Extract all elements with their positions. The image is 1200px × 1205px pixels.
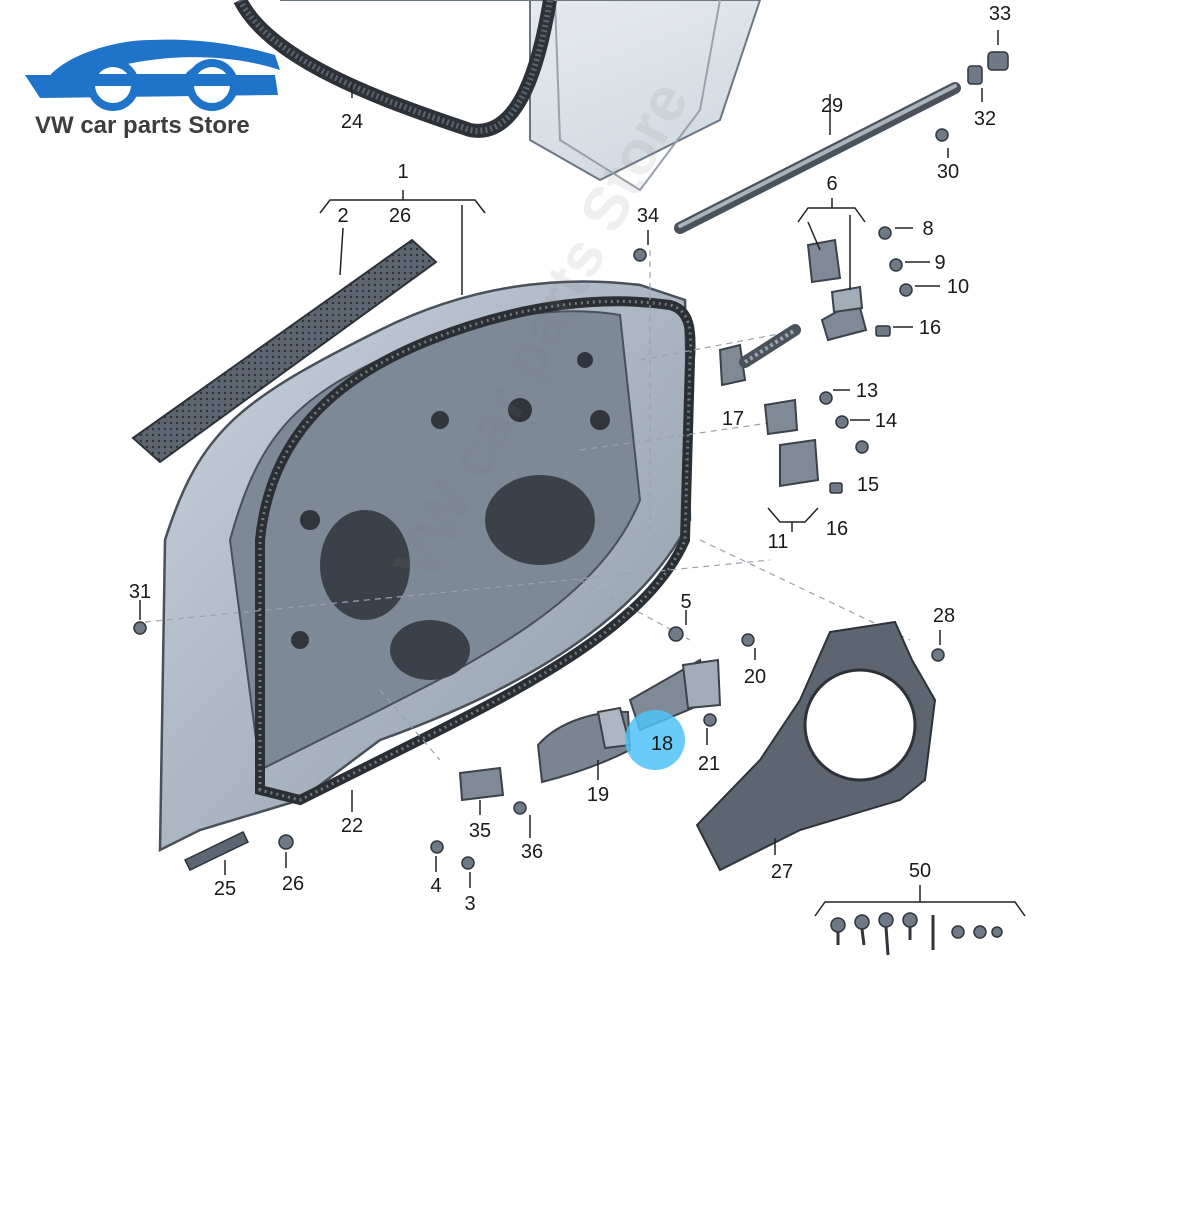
callout-1: 1 [397, 161, 408, 183]
upper-hinge-6 [806, 238, 868, 342]
callout-5: 5 [680, 591, 691, 613]
callout-16-lower: 16 [826, 518, 848, 540]
door-shell-1 [158, 280, 692, 853]
callout-11: 11 [768, 531, 789, 553]
callout-13: 13 [856, 380, 878, 402]
store-name: VW car parts Store [35, 112, 250, 139]
door-check-17 [718, 324, 801, 387]
callout-16-upper: 16 [919, 317, 941, 339]
callout-14: 14 [875, 410, 897, 432]
fastener-set-50 [830, 912, 1003, 956]
body-pillar [280, 0, 762, 192]
callout-2: 2 [337, 205, 348, 227]
car-wrench-icon [25, 39, 280, 111]
callout-36: 36 [521, 841, 543, 863]
callout-3: 3 [464, 893, 475, 915]
callout-50: 50 [909, 860, 931, 882]
callout-34: 34 [637, 205, 659, 227]
callout-10: 10 [947, 276, 969, 298]
callout-21: 21 [698, 753, 720, 775]
callout-24: 24 [341, 111, 363, 133]
door-check-rod-29 [674, 82, 961, 234]
bracket-35 [458, 766, 505, 802]
callout-33: 33 [989, 3, 1011, 25]
callout-29: 29 [821, 95, 843, 117]
strip-25 [183, 831, 250, 871]
highlight-marker [625, 710, 685, 770]
fasteners [133, 51, 1009, 870]
callout-26-bottom: 26 [282, 873, 304, 895]
door-seal-22 [255, 296, 696, 806]
callout-6: 6 [826, 173, 837, 195]
callout-30: 30 [937, 161, 959, 183]
callout-4: 4 [430, 875, 441, 897]
callout-31: 31 [129, 581, 151, 603]
callout-9: 9 [934, 252, 945, 274]
callout-26-top: 26 [389, 205, 411, 227]
callout-labels: 1 2 26 24 29 33 32 30 6 34 8 9 10 16 17 … [129, 3, 1011, 915]
callout-32: 32 [974, 108, 996, 130]
callout-17: 17 [722, 408, 744, 430]
hinge-lower-11 [763, 398, 820, 488]
callout-19: 19 [587, 784, 609, 806]
callout-8: 8 [922, 218, 933, 240]
callout-27: 27 [771, 861, 793, 883]
handle-cover-19 [536, 706, 632, 784]
leader-lines [139, 30, 1026, 917]
callout-25: 25 [214, 878, 236, 900]
panel-27 [695, 620, 937, 872]
trim-strip-2 [131, 238, 438, 464]
callout-15: 15 [857, 474, 879, 496]
callout-28: 28 [933, 605, 955, 627]
door-seal-24 [233, 0, 557, 138]
callout-20: 20 [744, 666, 766, 688]
callout-35: 35 [469, 820, 491, 842]
callout-18: 18 [651, 733, 673, 755]
callout-22: 22 [341, 815, 363, 837]
